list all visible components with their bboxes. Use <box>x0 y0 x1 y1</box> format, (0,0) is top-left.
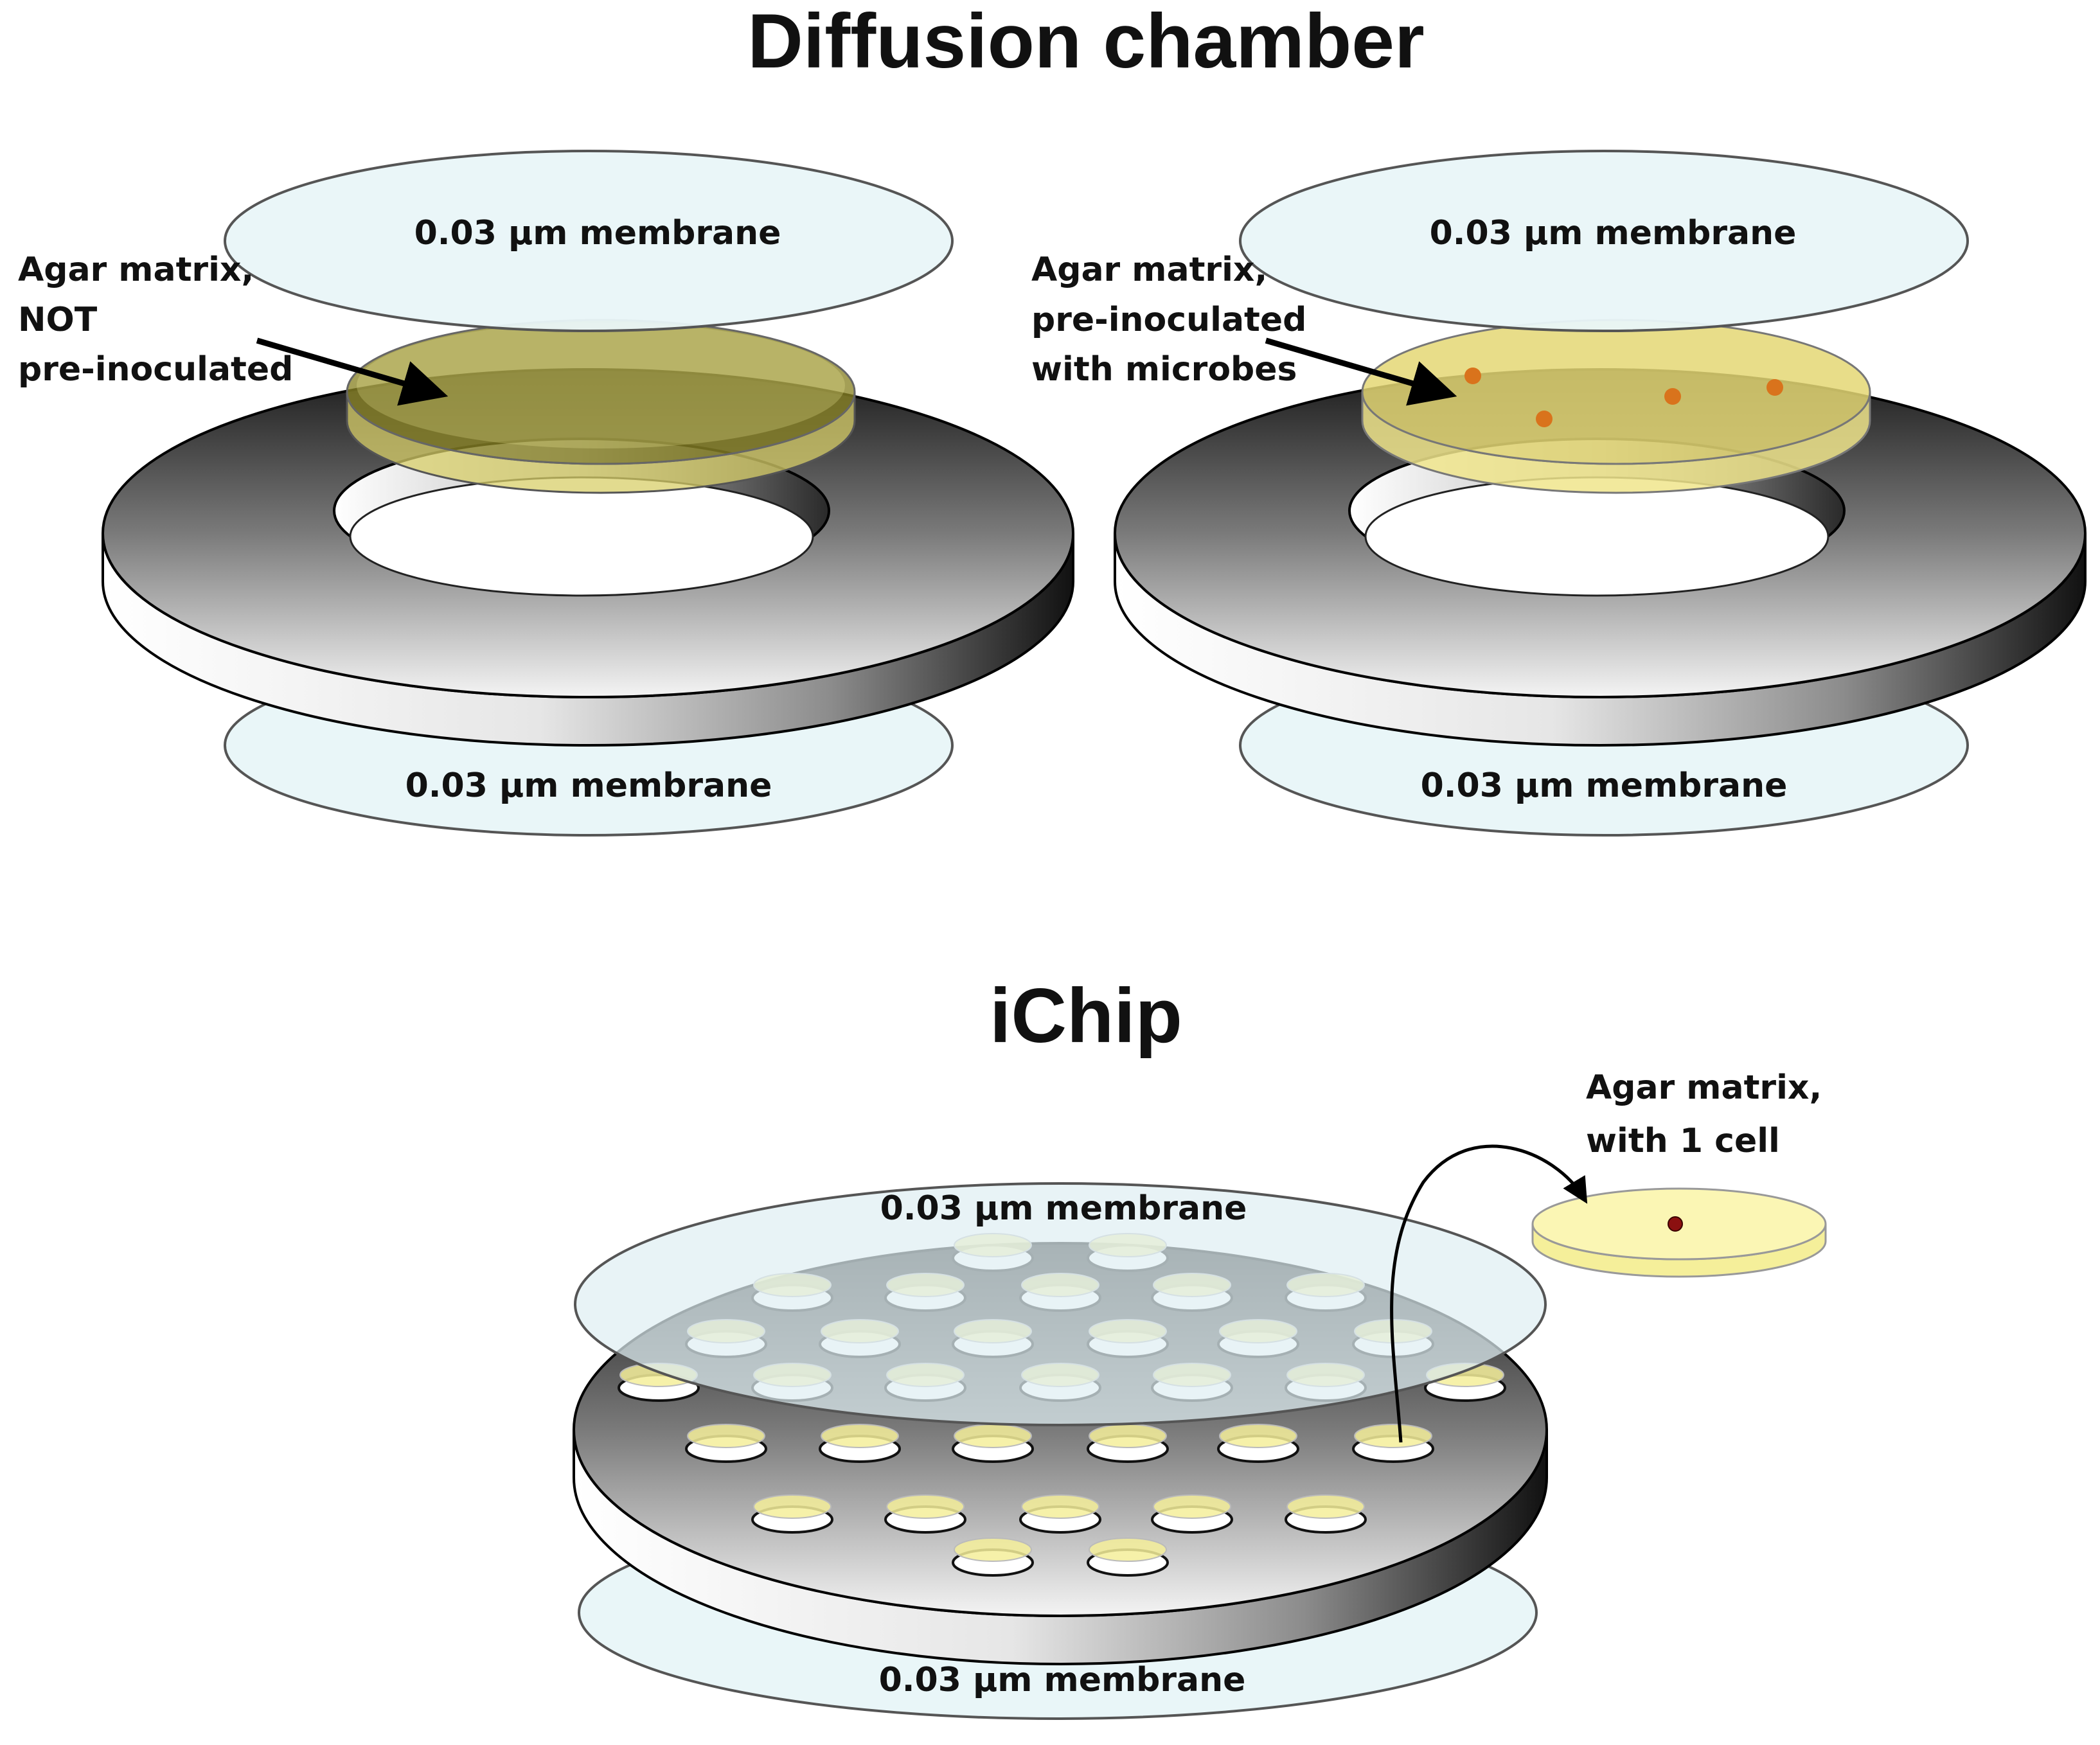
ichip-well-agar <box>954 1537 1032 1562</box>
ichip-well-agar <box>1153 1494 1231 1519</box>
right-top-membrane-label: 0.03 µm membrane <box>1430 214 1797 252</box>
ichip-extraction-arrow <box>1390 1144 1588 1443</box>
ichip-title: iChip <box>990 973 1182 1059</box>
ichip: 0.03 µm membrane 0.03 µm membrane Agar m… <box>573 1068 1827 1720</box>
right-top-membrane <box>1239 150 1969 332</box>
right-microbe-2 <box>1536 411 1553 427</box>
left-chamber: 0.03 µm membrane 0.03 µm membrane Agar m… <box>18 150 1074 837</box>
left-top-membrane-label: 0.03 µm membrane <box>414 214 781 252</box>
ichip-bottom-membrane-label: 0.03 µm membrane <box>879 1661 1246 1699</box>
left-agar-arrow <box>256 337 449 406</box>
ichip-well-agar <box>687 1424 765 1448</box>
ichip-well <box>1217 1424 1299 1463</box>
right-chamber: 0.03 µm membrane 0.03 µm membrane Agar m… <box>1031 150 2087 837</box>
left-agar-label-line1: Agar matrix, <box>18 251 254 289</box>
ichip-well-agar <box>954 1424 1032 1448</box>
left-washer-hole <box>349 476 814 597</box>
ichip-well-agar <box>821 1424 899 1448</box>
right-agar-label-line1: Agar matrix, <box>1031 251 1267 289</box>
ichip-well <box>751 1494 833 1534</box>
ichip-agar-label-line1: Agar matrix, <box>1586 1068 1822 1107</box>
ichip-well <box>1151 1494 1233 1534</box>
diffusion-chamber-title: Diffusion chamber <box>747 0 1424 84</box>
ichip-top-membrane <box>574 1182 1547 1426</box>
ichip-top-membrane-label: 0.03 µm membrane <box>880 1189 1247 1228</box>
left-agar-highlight <box>357 323 845 448</box>
ichip-well <box>884 1494 966 1534</box>
right-agar-label-line3: with microbes <box>1031 350 1297 389</box>
left-agar-label-line3: pre-inoculated <box>18 350 293 389</box>
right-washer-hole <box>1364 476 1829 597</box>
right-microbe-4 <box>1766 379 1783 396</box>
ichip-well <box>819 1424 901 1463</box>
ichip-well <box>1019 1494 1101 1534</box>
ichip-well-agar <box>1089 1424 1167 1448</box>
ichip-well <box>952 1424 1034 1463</box>
ichip-well <box>952 1537 1034 1577</box>
ichip-well-agar <box>1021 1494 1099 1519</box>
ichip-agar-label-line2: with 1 cell <box>1586 1122 1780 1160</box>
right-agar-arrow <box>1265 337 1457 406</box>
ichip-well <box>1087 1537 1169 1577</box>
right-agar-label-line2: pre-inoculated <box>1031 301 1306 339</box>
ichip-well-agar <box>886 1494 965 1519</box>
ichip-well-agar <box>1354 1424 1432 1448</box>
left-top-membrane <box>224 150 954 332</box>
ichip-well <box>1352 1424 1434 1463</box>
ichip-well-agar <box>753 1494 832 1519</box>
left-bottom-membrane-label: 0.03 µm membrane <box>405 766 772 805</box>
ichip-well-agar <box>1219 1424 1297 1448</box>
right-bottom-membrane-label: 0.03 µm membrane <box>1421 766 1788 805</box>
right-microbe-3 <box>1664 388 1681 405</box>
left-agar-label-line2: NOT <box>18 301 98 339</box>
ichip-well <box>1285 1494 1367 1534</box>
ichip-single-cell <box>1668 1216 1683 1232</box>
ichip-well <box>1087 1424 1169 1463</box>
ichip-well-agar <box>1089 1537 1167 1562</box>
ichip-well <box>685 1424 767 1463</box>
right-microbe-1 <box>1464 368 1481 384</box>
ichip-well-agar <box>1286 1494 1365 1519</box>
